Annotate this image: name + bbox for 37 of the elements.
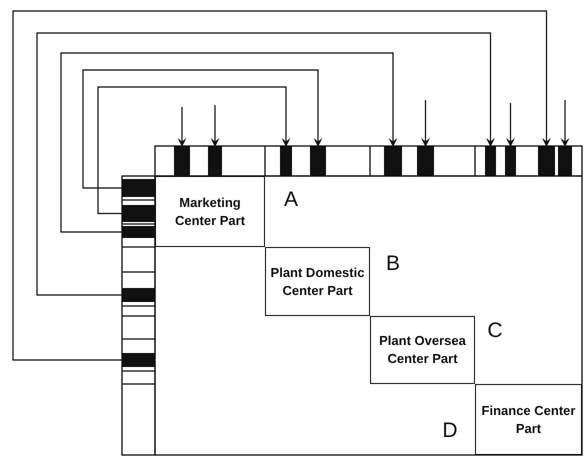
matrix-bar [538,146,555,176]
block-letter: B [386,252,400,276]
matrix-bar [485,146,496,176]
arrow [97,86,290,214]
matrix-bar [122,353,155,367]
block-label: Marketing Center Part [174,194,246,230]
block-letter: D [442,419,458,443]
arrow [560,100,570,147]
matrix-bar [384,146,402,176]
matrix-bar [310,146,326,176]
block-label: Plant Domestic Center Part [270,264,366,300]
arrow [210,105,220,147]
arrow [36,32,495,296]
arrow [82,69,322,189]
matrix-bar [174,146,190,176]
arrow [506,103,515,147]
arrow [178,107,186,147]
block-label: Finance Center Part [480,402,576,438]
diagonal-block [155,176,265,247]
diagonal-block [475,384,582,455]
diagonal-block [370,316,475,384]
matrix-bar [417,146,434,176]
arrow [12,10,551,361]
arrow [421,100,430,147]
matrix-bar [208,146,222,176]
matrix-bar [505,146,516,176]
block-label: Plant Oversea Center Part [378,332,467,368]
matrix-bar [280,146,292,176]
matrix-bar [122,226,155,238]
matrix-bar [122,205,155,222]
matrix-bar [122,288,155,302]
matrix-bar [558,146,572,176]
matrix-bar [122,179,155,197]
arrow [60,52,398,233]
block-letter: C [487,319,503,343]
diagonal-block [265,247,370,316]
block-letter: A [284,188,298,212]
